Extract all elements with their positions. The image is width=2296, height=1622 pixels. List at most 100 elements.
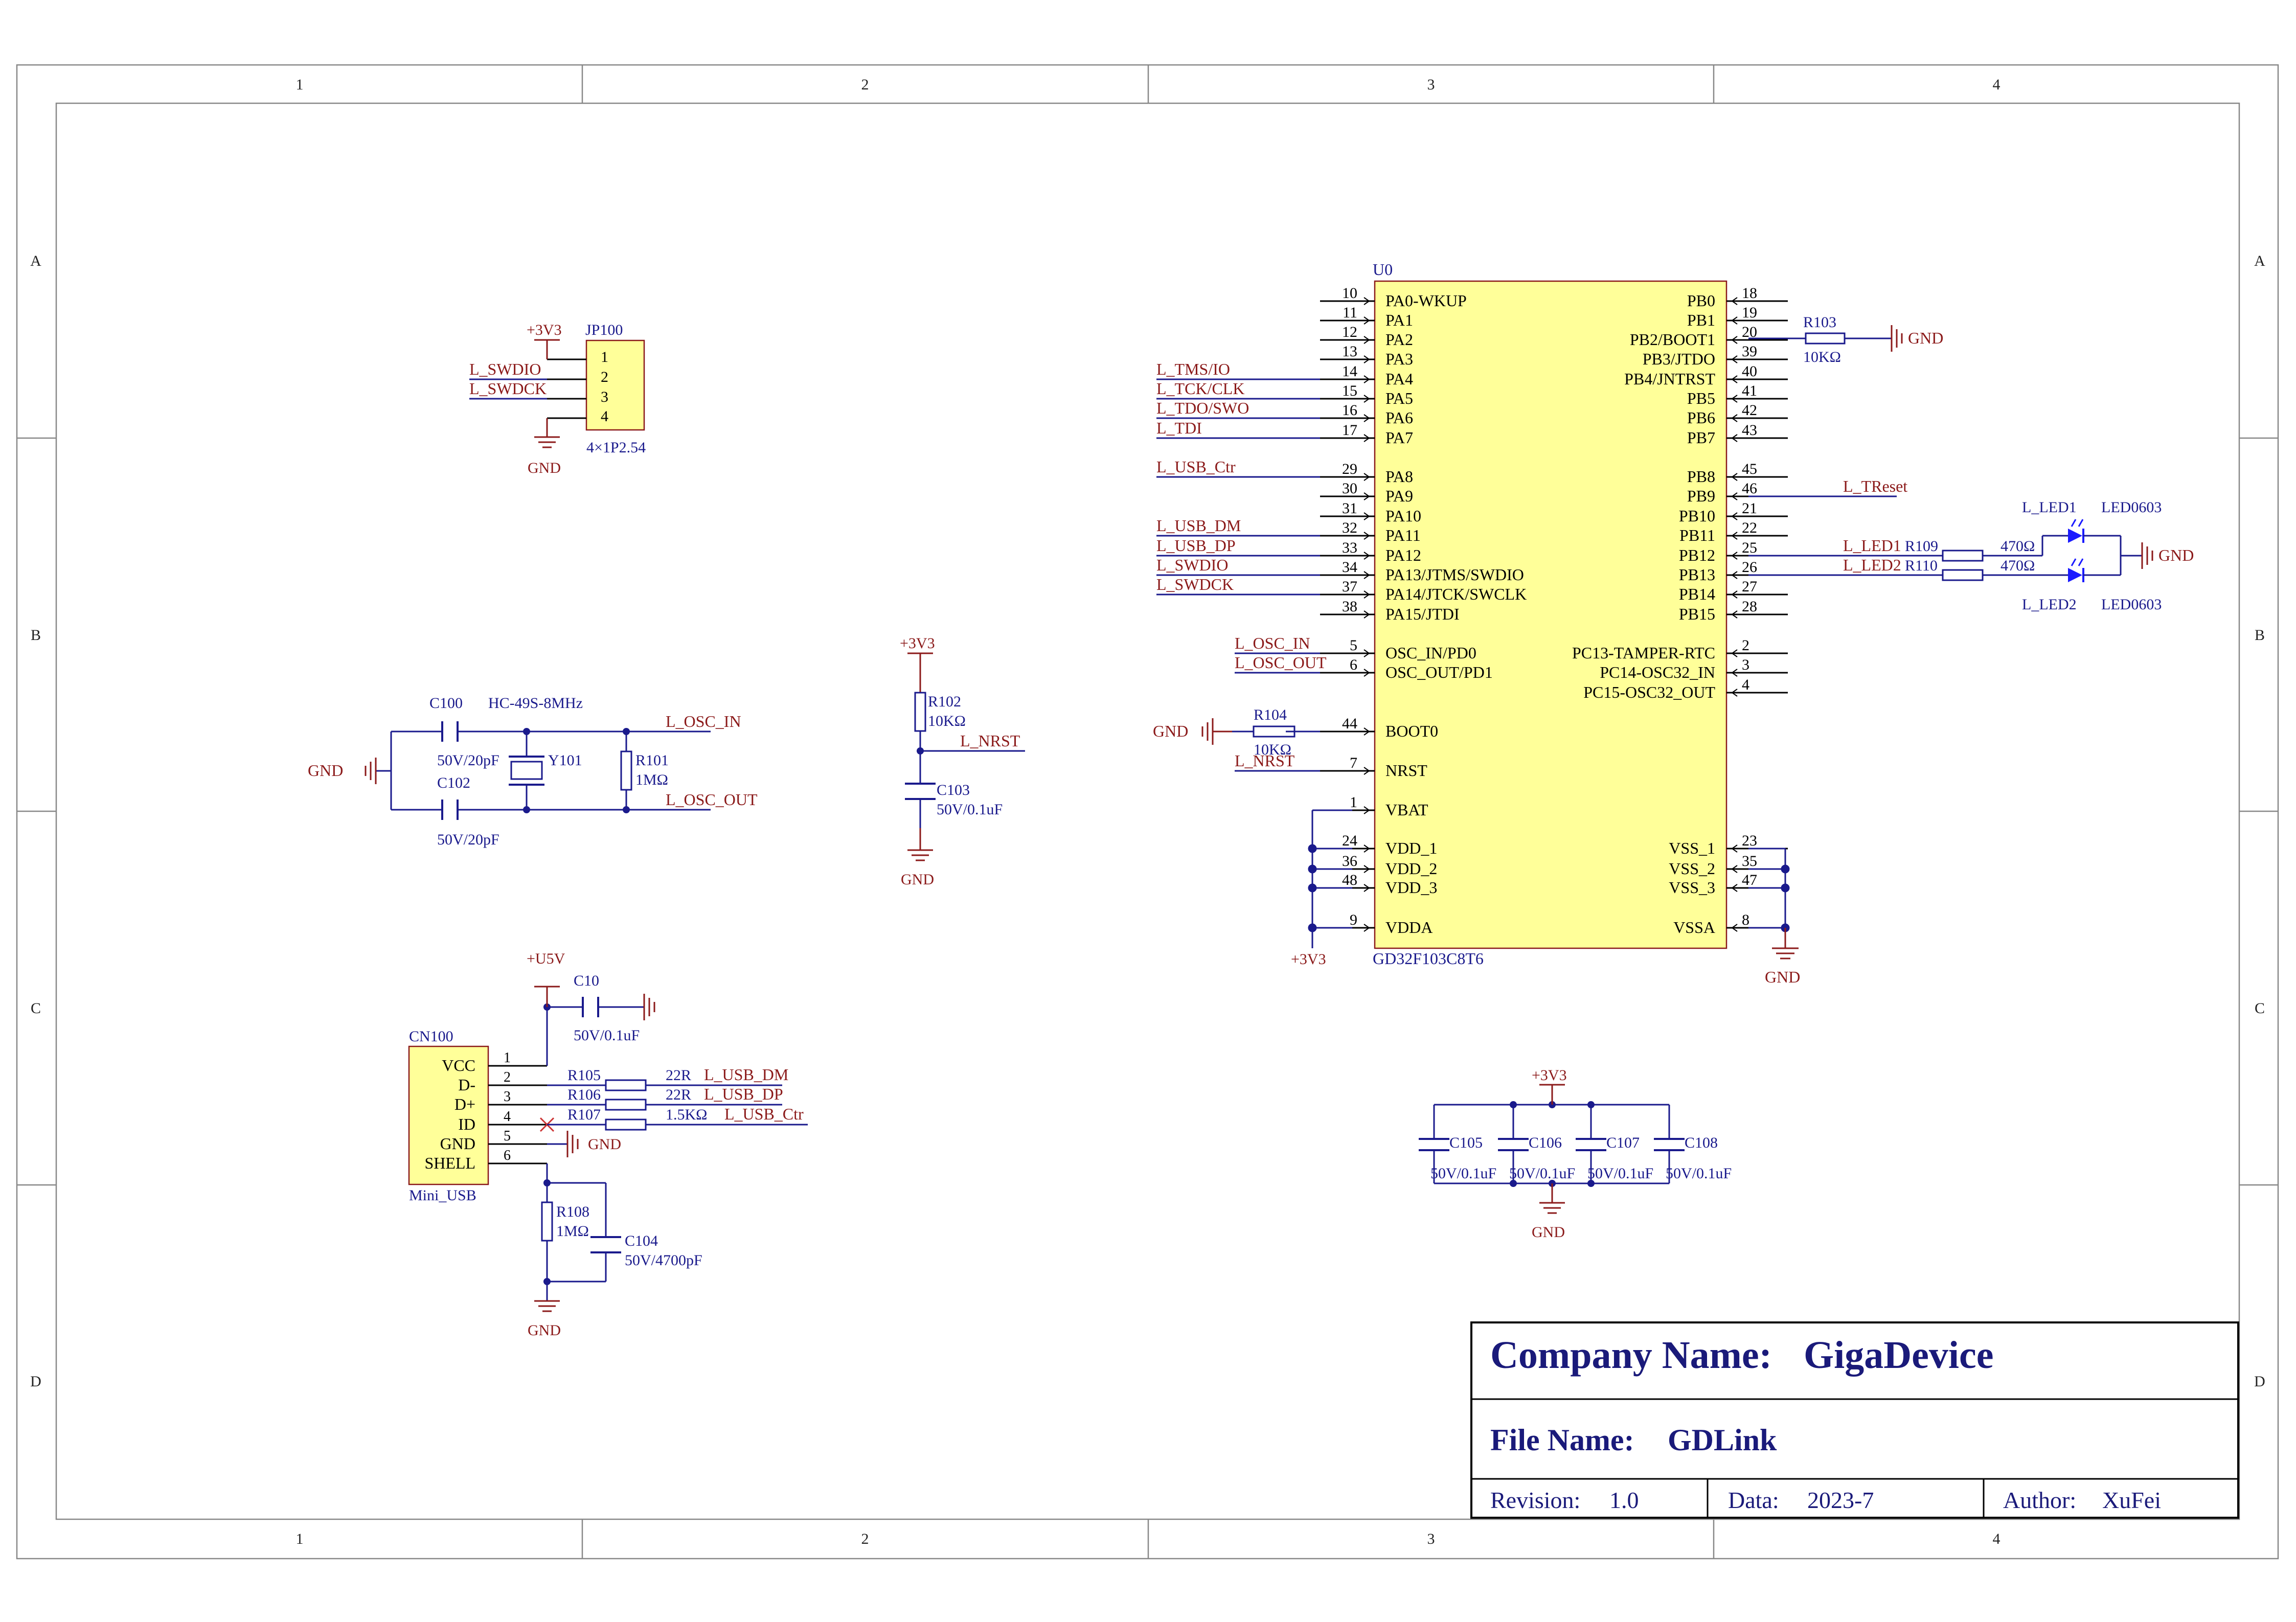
u0-pin: 7 NRST	[1320, 755, 1427, 780]
r105-value: 22R	[666, 1067, 691, 1084]
u0-pin-num: 19	[1742, 304, 1757, 321]
u0-pin-name: PA11	[1385, 526, 1421, 544]
u0-pin-name: PB15	[1679, 605, 1715, 623]
u0-pin: 10 PA0-WKUP	[1320, 285, 1467, 310]
u0-pin-num: 8	[1742, 911, 1749, 928]
net-label: L_SWDCK	[1156, 575, 1234, 593]
u0-pin-num: 29	[1342, 461, 1357, 477]
jp100-pin: 2	[601, 369, 608, 385]
cn100-pin-num: 1	[504, 1050, 511, 1066]
u0-pin-num: 43	[1742, 422, 1757, 439]
gnd-label: GND	[901, 871, 934, 888]
net-label: L_USB_Ctr	[724, 1105, 804, 1123]
cn100-pin-name: VCC	[442, 1056, 475, 1075]
net-label: L_TCK/CLK	[1156, 379, 1244, 398]
u0-pin-num: 9	[1350, 911, 1357, 928]
u0-pin-num: 39	[1742, 343, 1757, 360]
gnd-symbol-vss	[1772, 928, 1799, 960]
gnd-label: GND	[2158, 546, 2194, 564]
net-label: L_TReset	[1843, 477, 1907, 495]
u0-pin-num: 13	[1342, 343, 1357, 360]
u0-pin: 43 PB7	[1687, 422, 1788, 447]
u0-pin-num: 37	[1342, 578, 1357, 595]
cn100-pin-name: GND	[440, 1134, 475, 1153]
led-circuit: L_LED1 L_LED2 R109 R110 470Ω 470Ω L_LED1…	[1748, 499, 2162, 613]
u0-pin-num: 10	[1342, 285, 1357, 302]
u0-pin-num: 15	[1342, 382, 1357, 399]
date-label: Data:	[1728, 1487, 1779, 1513]
author-label: Author:	[2003, 1487, 2076, 1513]
r102-ref: R102	[928, 693, 961, 710]
u0-pin-num: 35	[1742, 853, 1757, 870]
net-label: L_USB_Ctr	[1156, 458, 1236, 476]
u0-part: GD32F103C8T6	[1373, 949, 1484, 968]
u0-pin-num: 7	[1350, 755, 1357, 771]
net-label: L_SWDIO	[469, 360, 541, 378]
cn100-pin-num: 2	[504, 1069, 511, 1085]
vdd-bus	[1308, 809, 1352, 948]
u0-pin-name: PB6	[1687, 408, 1715, 427]
u0-pin-name: PB12	[1679, 546, 1715, 564]
u0-pin: 13 PA3	[1320, 343, 1413, 368]
u0-pin-name: PB2/BOOT1	[1630, 330, 1715, 349]
y101-ref: Y101	[548, 752, 582, 769]
u0-pin-num: 46	[1742, 480, 1757, 497]
u0-pin-name: PA0-WKUP	[1385, 291, 1467, 310]
u0-pin-name: PA9	[1385, 487, 1413, 505]
date-value: 2023-7	[1807, 1487, 1874, 1513]
jp100-value: 4×1P2.54	[586, 439, 646, 456]
cn100-pin-num: 4	[504, 1109, 511, 1125]
u0-pin-name: PB10	[1679, 507, 1715, 525]
led1-ref: L_LED1	[2022, 499, 2077, 516]
u0-right-pins: 18PB019PB120PB2/BOOT139PB3/JTDO40PB4/JNT…	[1572, 285, 1788, 936]
u0-pin-name: NRST	[1385, 761, 1427, 780]
c103-value: 50V/0.1uF	[937, 801, 1003, 818]
jp100-pin: 3	[601, 389, 608, 405]
r105-ref: R105	[567, 1067, 601, 1084]
net-label: L_USB_DP	[704, 1085, 783, 1103]
r104-ref: R104	[1254, 706, 1287, 723]
jp100-pin: 1	[601, 349, 608, 365]
gnd-label: GND	[1908, 329, 1943, 347]
usb-circuit: CN100 Mini_USB VCC D- D+ ID GND SHELL 1 …	[408, 950, 808, 1339]
revision-value: 1.0	[1609, 1487, 1639, 1513]
col-label: 2	[861, 76, 869, 93]
row-label: A	[30, 253, 41, 269]
u0-pin-name: PB13	[1679, 565, 1715, 584]
net-label: L_USB_DM	[1156, 516, 1241, 535]
decoupling-caps: +3V3 GND C105 C106 C107 C108 50V/0.1uF 5…	[1419, 1067, 1732, 1241]
u0-pin-name: PB7	[1687, 428, 1715, 447]
col-label: 4	[1993, 1530, 2001, 1547]
u0-pin-name: PA3	[1385, 350, 1413, 368]
u0-pin-num: 2	[1742, 637, 1749, 654]
company-name: GigaDevice	[1804, 1334, 1993, 1377]
u0-pin-name: PA12	[1385, 546, 1421, 564]
c107-value: 50V/0.1uF	[1587, 1165, 1653, 1182]
u0-pin-name: VSS_2	[1669, 859, 1715, 878]
c108-value: 50V/0.1uF	[1666, 1165, 1732, 1182]
row-label: D	[2254, 1373, 2265, 1390]
u0-pin-num: 47	[1742, 872, 1757, 888]
gnd-symbol-r103	[1891, 325, 1903, 352]
crystal-circuit: GND C100 50V/20pF C102 50V/20pF HC-49S-8…	[308, 695, 758, 848]
u0-pin-name: BOOT0	[1385, 722, 1438, 740]
u0-pin-name: VSS_1	[1669, 839, 1715, 857]
file-name: GDLink	[1668, 1423, 1777, 1457]
row-label: D	[30, 1373, 41, 1390]
gnd-label: GND	[1153, 722, 1188, 740]
u0-pin-num: 38	[1342, 598, 1357, 615]
u0-pin-name: PA1	[1385, 311, 1413, 329]
